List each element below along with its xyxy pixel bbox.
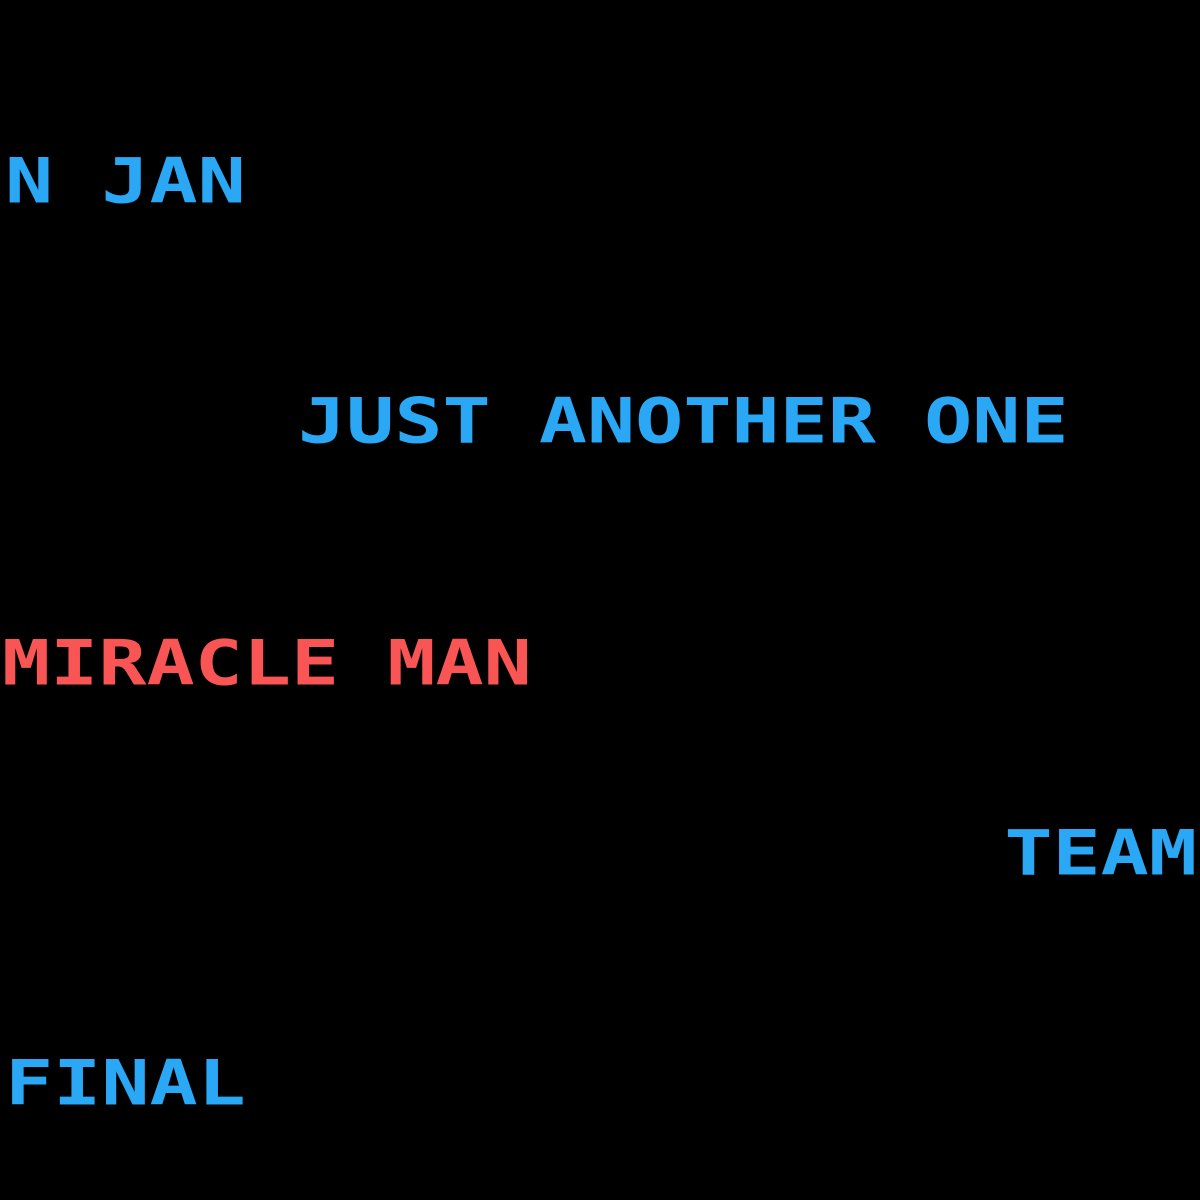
lyric-line-3-highlighted: MIRACLE MAN <box>2 626 532 700</box>
lyric-line-2: JUST ANOTHER ONE <box>298 384 1069 458</box>
lyric-line-5: FINAL <box>5 1046 246 1120</box>
lyric-line-4: TEAM <box>1004 816 1197 890</box>
lyric-line-1: N JAN <box>5 144 246 218</box>
